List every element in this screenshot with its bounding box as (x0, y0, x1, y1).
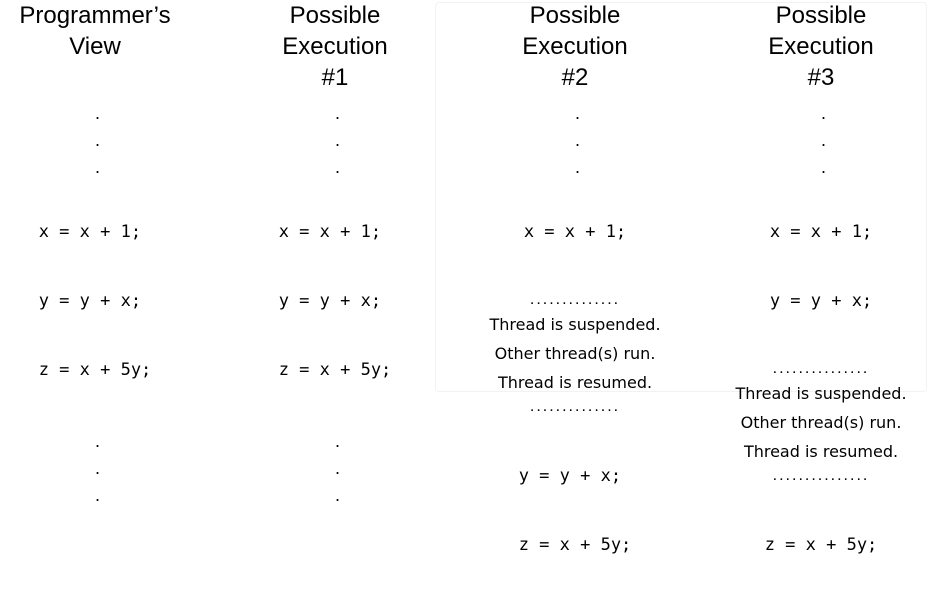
ellipsis-dot: . (574, 103, 580, 123)
code-block: y = y + x; z = x + 5y; (519, 419, 632, 603)
ellipsis-dot: . (334, 157, 340, 177)
thread-note: Thread is resumed. (743, 442, 899, 461)
code-line: y = y + x; (769, 291, 873, 311)
header-line: Execution (768, 33, 874, 60)
column-header: Possible Execution #3 (716, 0, 926, 93)
code-line: y = y + x; (38, 291, 142, 311)
ellipsis-dot: . (574, 130, 580, 150)
code-block: x = x + 1; (524, 175, 626, 290)
ellipsis-dot: . (334, 458, 340, 478)
header-line: #2 (561, 64, 589, 91)
resume-separator: .............. (529, 398, 621, 415)
code-block: x = x + 1; y = y + x; z = x + 5y; (279, 175, 392, 428)
ellipsis-dot: . (94, 103, 100, 123)
column-header: Possible Execution #2 (470, 0, 680, 93)
ellipsis-dot: . (94, 130, 100, 150)
header-line: #1 (321, 64, 349, 91)
header-line: Possible (289, 2, 381, 29)
code-line: x = x + 1; (769, 222, 873, 242)
programmers-view-column: Programmer’s View . . . x = x + 1; y = y… (0, 0, 190, 509)
ellipsis-dot: . (334, 103, 340, 123)
header-line: Programmer’s (19, 2, 171, 29)
code-line: x = x + 1; (38, 222, 142, 242)
code-line: x = x + 1; (523, 222, 627, 242)
execution-1-column: Possible Execution #1 . . . x = x + 1; y… (240, 0, 430, 509)
code-line: z = x + 5y; (38, 360, 152, 380)
code-block: x = x + 1; y = y + x; z = x + 5y; (39, 175, 152, 428)
code-block: x = x + 1; y = y + x; (770, 175, 872, 359)
suspension-separator: ............... (772, 360, 870, 377)
code-line: z = x + 5y; (518, 535, 632, 555)
ellipsis-dot: . (94, 431, 100, 451)
code-line: z = x + 5y; (278, 360, 392, 380)
ellipsis-dot: . (334, 485, 340, 505)
execution-3-column: Possible Execution #3 . . . x = x + 1; y… (716, 0, 926, 603)
ellipsis-dot: . (94, 458, 100, 478)
resume-separator: ............... (772, 467, 870, 484)
ellipsis-dot: . (820, 157, 826, 177)
code-block: z = x + 5y; (765, 488, 878, 603)
thread-note: Thread is suspended. (489, 315, 661, 334)
header-line: Execution (522, 33, 628, 60)
ellipsis-dot: . (334, 431, 340, 451)
ellipsis-dot: . (94, 485, 100, 505)
header-line: #3 (807, 64, 835, 91)
code-line: y = y + x; (518, 466, 622, 486)
column-header: Programmer’s View (0, 0, 190, 62)
code-line: x = x + 1; (278, 222, 382, 242)
thread-note: Other thread(s) run. (740, 413, 902, 432)
header-line: View (69, 33, 121, 60)
code-line: y = y + x; (278, 291, 382, 311)
ellipsis-dot: . (94, 157, 100, 177)
ellipsis-dot: . (820, 130, 826, 150)
background-ghost-panel (435, 2, 927, 392)
header-line: Possible (775, 2, 867, 29)
suspension-separator: .............. (529, 291, 621, 308)
column-header: Possible Execution #1 (240, 0, 430, 93)
thread-note: Thread is resumed. (497, 373, 653, 392)
header-line: Execution (282, 33, 388, 60)
code-line: z = x + 5y; (764, 535, 878, 555)
ellipsis-dot: . (334, 130, 340, 150)
execution-2-column: Possible Execution #2 . . . x = x + 1; .… (470, 0, 680, 603)
header-line: Possible (529, 2, 621, 29)
ellipsis-dot: . (574, 157, 580, 177)
ellipsis-dot: . (820, 103, 826, 123)
thread-note: Thread is suspended. (735, 384, 907, 403)
thread-note: Other thread(s) run. (494, 344, 656, 363)
